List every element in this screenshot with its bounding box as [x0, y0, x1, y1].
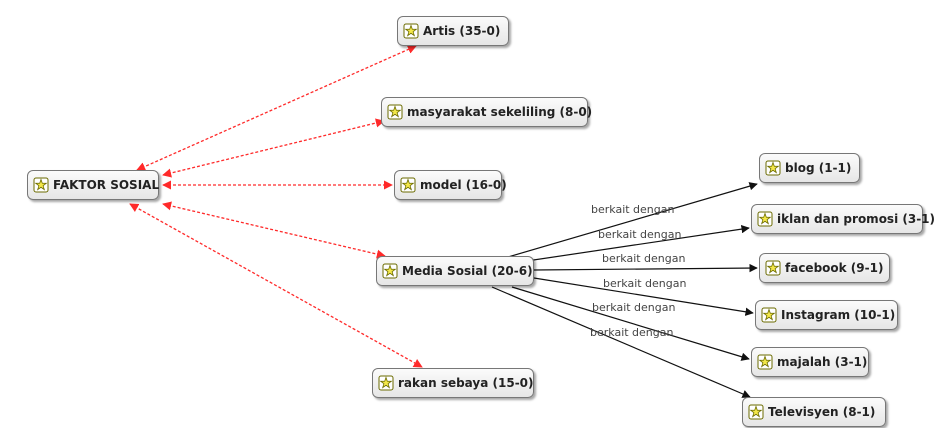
node-televisyen[interactable]: Televisyen (8-1) — [742, 397, 886, 427]
edge-label-instagram: berkait dengan — [603, 277, 687, 290]
node-label: iklan dan promosi (3-1) — [777, 212, 935, 226]
code-node-icon — [757, 354, 773, 370]
code-node-icon — [378, 375, 394, 391]
code-node-icon — [765, 160, 781, 176]
node-artis[interactable]: Artis (35-0) — [397, 16, 509, 46]
node-label: Artis (35-0) — [423, 24, 501, 38]
link-faktor-rakan — [129, 203, 423, 368]
link-media-televisyen — [491, 286, 751, 398]
code-node-icon — [387, 104, 403, 120]
link-media-blog — [507, 182, 758, 258]
code-node-icon — [765, 260, 781, 276]
node-media-sosial[interactable]: Media Sosial (20-6) — [376, 256, 534, 286]
code-node-icon — [382, 263, 398, 279]
node-label: Televisyen (8-1) — [768, 405, 876, 419]
code-node-icon — [748, 404, 764, 420]
edge-label-majalah: berkait dengan — [592, 301, 676, 314]
node-label: model (16-0) — [420, 178, 507, 192]
link-faktor-artis — [136, 45, 417, 171]
node-iklan-dan-promosi[interactable]: iklan dan promosi (3-1) — [751, 204, 935, 234]
link-media-instagram — [533, 277, 754, 316]
link-faktor-masyarakat — [162, 118, 385, 178]
code-node-icon — [757, 211, 773, 227]
node-label: Media Sosial (20-6) — [402, 264, 533, 278]
node-model[interactable]: model (16-0) — [394, 170, 507, 200]
edge-label-iklan: berkait dengan — [598, 228, 682, 241]
code-node-icon — [761, 307, 777, 323]
node-instagram[interactable]: Instagram (10-1) — [755, 300, 898, 330]
code-node-icon — [33, 177, 49, 193]
edge-label-facebook: berkait dengan — [602, 252, 686, 265]
link-media-iklan — [519, 224, 750, 263]
node-faktor-sosial[interactable]: FAKTOR SOSIAL — [27, 170, 159, 200]
node-facebook[interactable]: facebook (9-1) — [759, 253, 890, 283]
node-label: majalah (3-1) — [777, 355, 868, 369]
node-rakan-sebaya[interactable]: rakan sebaya (15-0) — [372, 368, 534, 398]
edge-label-blog: berkait dengan — [591, 203, 675, 216]
link-media-facebook — [533, 263, 758, 273]
link-media-majalah — [511, 286, 750, 361]
link-faktor-media — [162, 201, 386, 259]
node-label: FAKTOR SOSIAL — [53, 178, 160, 192]
edge-label-televisyen: berkait dengan — [590, 326, 674, 339]
node-label: masyarakat sekeliling (8-0) — [407, 105, 593, 119]
node-label: blog (1-1) — [785, 161, 852, 175]
code-node-icon — [403, 23, 419, 39]
node-masyarakat-sekeliling[interactable]: masyarakat sekeliling (8-0) — [381, 97, 592, 127]
node-label: rakan sebaya (15-0) — [398, 376, 534, 390]
code-node-icon — [400, 177, 416, 193]
node-majalah[interactable]: majalah (3-1) — [751, 347, 869, 377]
node-label: facebook (9-1) — [785, 261, 884, 275]
node-label: Instagram (10-1) — [781, 308, 896, 322]
node-blog[interactable]: blog (1-1) — [759, 153, 860, 183]
